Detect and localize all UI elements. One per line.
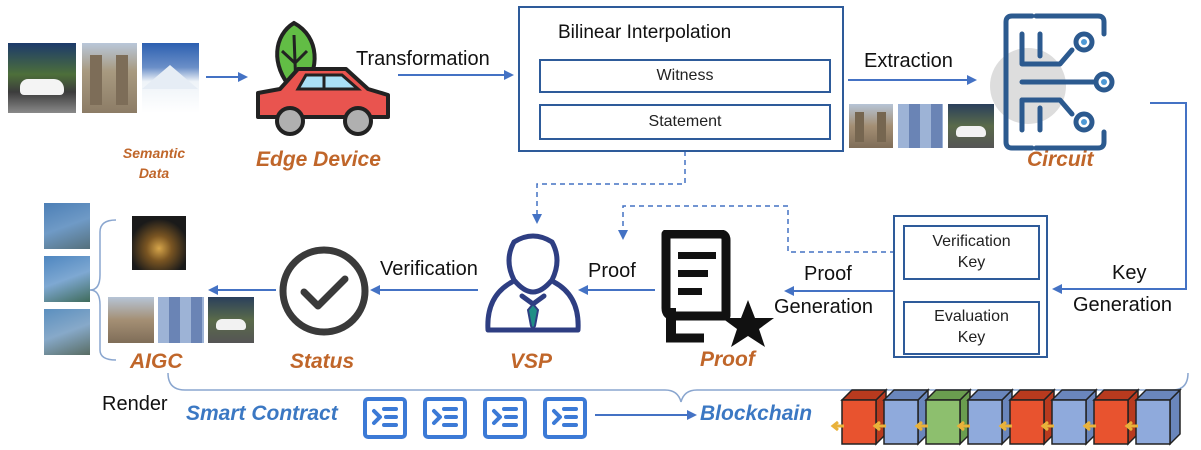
thumb-pixelated-aigc [158,297,204,343]
car-leaf-icon [256,20,390,136]
thumb-car-aigc [208,297,254,343]
chain-link [1082,420,1096,432]
thumb-eiffel-1 [44,203,90,249]
circuit-glow [990,48,1066,124]
chain-link [1040,420,1054,432]
chain-link [956,420,970,432]
bottom-brace [167,372,1189,403]
dashed-vkey-to-vsp [618,205,904,253]
aigc-label: AIGC [130,350,183,373]
chain-link [914,420,928,432]
thumb-eiffel-2 [44,256,90,302]
proof-label: Proof [588,260,636,282]
thumb-cathedral [82,43,137,113]
vsp-label: VSP [510,350,553,373]
smart-contract-label: Smart Contract [186,402,338,425]
circuit-label: Circuit [1027,148,1094,171]
proof-generation-label-2: Generation [774,296,873,318]
status-label: Status [290,350,355,373]
chain-block [914,388,972,446]
chain-link [872,420,886,432]
contract-icon-2 [423,397,467,439]
witness-box: Witness [539,59,831,93]
thumb-eiffel-night [132,216,186,270]
bilinear-interpolation-title: Bilinear Interpolation [558,22,732,43]
chain-link [1124,420,1138,432]
blockchain-chain [830,388,1182,446]
semantic-data-label: Semantic Data [122,145,186,182]
contract-icon-3 [483,397,527,439]
chain-link [998,420,1012,432]
arrow-key-generation [1052,102,1187,294]
proof-generation-label-1: Proof [804,263,852,285]
verification-label: Verification [380,258,478,280]
thumb-cathedral-small [849,104,893,148]
verification-key-box: Verification Key [903,225,1040,280]
thumb-car-small [948,104,994,148]
extraction-label: Extraction [864,50,953,72]
thumb-eiffel-3 [44,309,90,355]
edge-device-label: Edge Device [256,148,381,171]
contract-icons [363,397,587,439]
proof-doc-label: Proof [700,348,755,371]
person-icon [485,233,581,333]
transformation-label: Transformation [356,48,490,70]
contract-icon-4 [543,397,587,439]
thumb-car [8,43,76,113]
key-label: Key [1112,262,1147,284]
circuit-icon [1003,13,1115,151]
render-label: Render [102,393,168,415]
dashed-statement-to-vsp [532,142,686,224]
check-circle-icon [279,246,369,336]
thumb-pixelated [898,104,943,148]
key-generation-label: Generation [1073,294,1172,316]
statement-box: Statement [539,104,831,140]
contract-icon-1 [363,397,407,439]
thumb-snow-mountain [142,43,199,113]
chain-block [1082,388,1140,446]
chain-block [1124,388,1182,446]
document-star-icon [661,230,774,347]
aigc-bracket [89,219,117,361]
thumb-cathedral-aigc [108,297,154,343]
chain-block [830,388,888,446]
evaluation-key-box: Evaluation Key [903,301,1040,355]
chain-link [830,420,844,432]
blockchain-label: Blockchain [700,402,813,425]
